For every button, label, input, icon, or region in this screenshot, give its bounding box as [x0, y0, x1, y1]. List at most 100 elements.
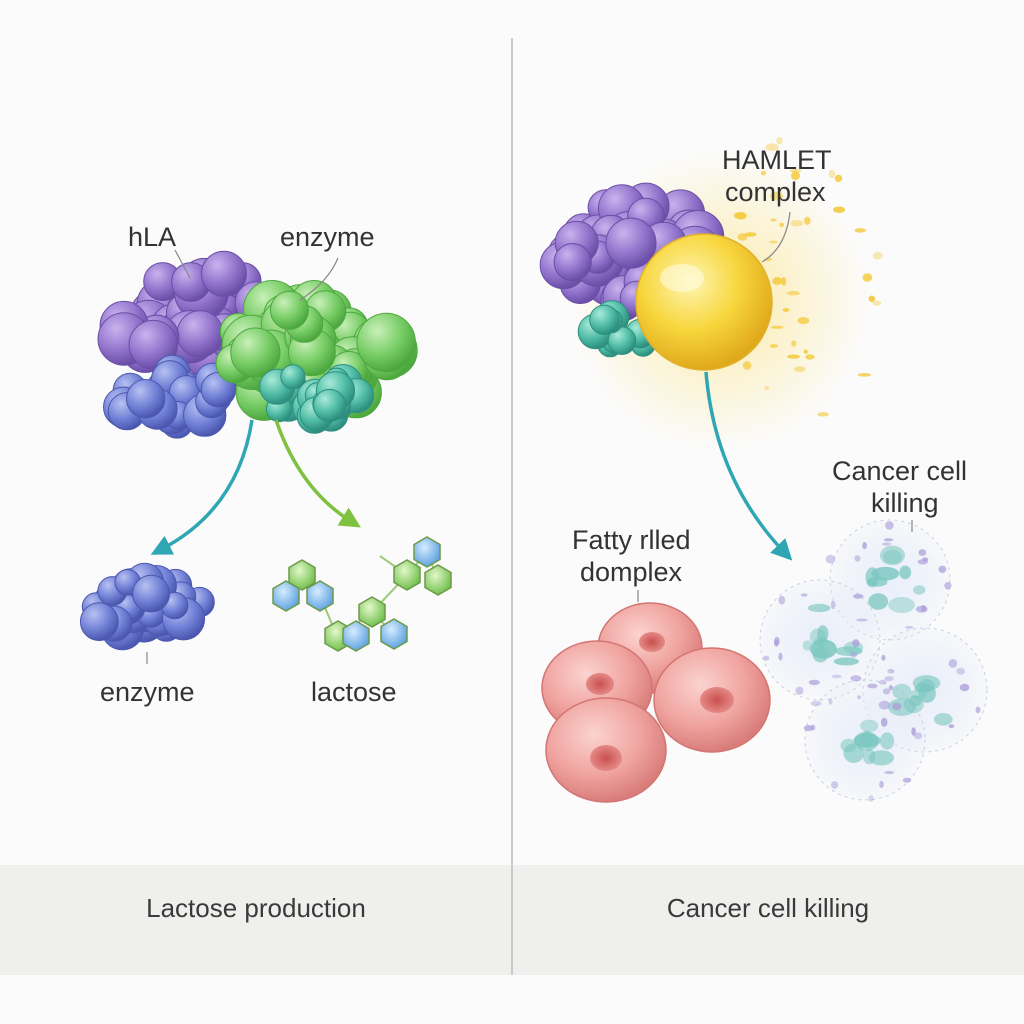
- membrane-debris: [944, 581, 952, 590]
- membrane-debris: [880, 717, 888, 727]
- lipid-droplet: [742, 361, 752, 370]
- lipid-droplet: [789, 168, 802, 173]
- lipid-droplet: [833, 206, 846, 213]
- hla-enzyme-complex: [97, 250, 418, 439]
- membrane-debris: [763, 655, 770, 661]
- membrane-debris: [774, 639, 779, 647]
- membrane-debris: [852, 639, 860, 647]
- lipid-droplet: [781, 277, 787, 286]
- sugar-ring: [342, 620, 370, 652]
- lipid-droplet: [872, 251, 883, 260]
- sugar-ring: [306, 580, 334, 612]
- lipid-droplet: [733, 212, 746, 219]
- protein-bead: [605, 217, 657, 269]
- protein-bead: [607, 326, 637, 356]
- lipid-droplet: [868, 295, 876, 303]
- sugar-ring: [424, 564, 452, 596]
- lipid-droplet: [744, 232, 757, 237]
- cell-fragment: [802, 640, 813, 651]
- label-enzyme-top: enzyme: [280, 222, 375, 252]
- cell-fragment: [909, 695, 922, 707]
- membrane-debris: [852, 593, 864, 599]
- membrane-debris: [922, 557, 929, 562]
- arrow-to-lactose: [274, 419, 361, 528]
- lipid-droplet: [764, 385, 770, 390]
- membrane-debris: [867, 683, 878, 689]
- lipid-droplet: [817, 412, 829, 417]
- membrane-debris: [884, 770, 895, 775]
- protein-bead: [230, 327, 281, 378]
- membrane-debris: [831, 600, 836, 610]
- membrane-debris: [921, 605, 926, 612]
- lipid-droplet: [770, 325, 784, 329]
- membrane-debris: [868, 795, 874, 802]
- membrane-debris: [828, 698, 833, 705]
- membrane-debris: [956, 667, 966, 675]
- membrane-debris: [911, 727, 916, 736]
- hla-leader-line: [174, 249, 191, 279]
- protein-bead: [589, 304, 620, 335]
- membrane-debris: [885, 521, 894, 530]
- membrane-debris: [803, 725, 814, 732]
- cell-fragment: [913, 585, 926, 595]
- membrane-debris: [884, 676, 894, 682]
- membrane-debris: [882, 542, 892, 546]
- lipid-droplet: [779, 222, 784, 227]
- protein-bead: [553, 243, 592, 282]
- cell-fragment: [810, 639, 837, 659]
- membrane-debris: [857, 695, 861, 700]
- membrane-debris: [948, 659, 958, 668]
- membrane-debris: [808, 679, 820, 686]
- lipid-droplet: [834, 174, 843, 183]
- lipid-droplet: [791, 171, 800, 181]
- membrane-debris: [795, 686, 804, 695]
- cell-fragment: [867, 576, 888, 587]
- hamlet-sphere-highlight: [660, 264, 704, 292]
- lipid-droplet: [776, 136, 783, 145]
- cell-fragment: [833, 657, 859, 666]
- enzyme-blue-cluster: [79, 562, 215, 651]
- caption-cancer-cell-killing: Cancer cell killing: [666, 893, 870, 923]
- lipid-droplet: [790, 220, 804, 227]
- membrane-debris: [810, 700, 822, 707]
- membrane-debris: [850, 675, 862, 682]
- membrane-debris: [887, 668, 895, 674]
- sugar-ring: [413, 536, 441, 568]
- lipid-droplet: [862, 273, 873, 282]
- lactose-molecule: [272, 536, 452, 652]
- sugar-ring: [358, 596, 386, 628]
- cell-fragment: [860, 719, 879, 733]
- lipid-droplet: [791, 340, 797, 347]
- cell-fragment: [843, 743, 864, 763]
- label-killing-line1: Cancer cell: [832, 456, 968, 486]
- arrow-to-killing: [704, 371, 793, 561]
- label-killing-line2: killing: [871, 488, 939, 518]
- membrane-debris: [918, 549, 927, 556]
- sugar-ring: [288, 559, 316, 591]
- membrane-debris: [778, 595, 786, 605]
- sugar-ring: [380, 618, 408, 650]
- cell-fragment: [862, 748, 876, 765]
- cell-fragment: [817, 625, 829, 643]
- membrane-debris: [854, 555, 861, 562]
- membrane-debris: [850, 651, 858, 658]
- lipid-droplet: [797, 317, 810, 325]
- lipid-droplet: [787, 354, 801, 359]
- membrane-debris: [938, 565, 947, 573]
- membrane-debris: [905, 625, 914, 630]
- lipid-droplet: [769, 240, 778, 244]
- lipid-droplet: [828, 169, 836, 179]
- cell-fragment: [933, 713, 953, 726]
- cell-fragment: [880, 732, 895, 750]
- label-fatty-line1: Fatty rlled: [572, 525, 691, 555]
- membrane-debris: [878, 679, 887, 685]
- protein-bead: [356, 312, 416, 373]
- label-hla: hLA: [128, 222, 177, 252]
- lipid-droplet: [770, 218, 777, 222]
- protein-bead: [200, 250, 247, 297]
- lipid-droplet: [872, 300, 882, 306]
- cell-fragment: [853, 733, 881, 748]
- lipid-droplet: [793, 366, 806, 373]
- hamlet-droplets: [733, 136, 883, 417]
- membrane-debris: [862, 542, 867, 550]
